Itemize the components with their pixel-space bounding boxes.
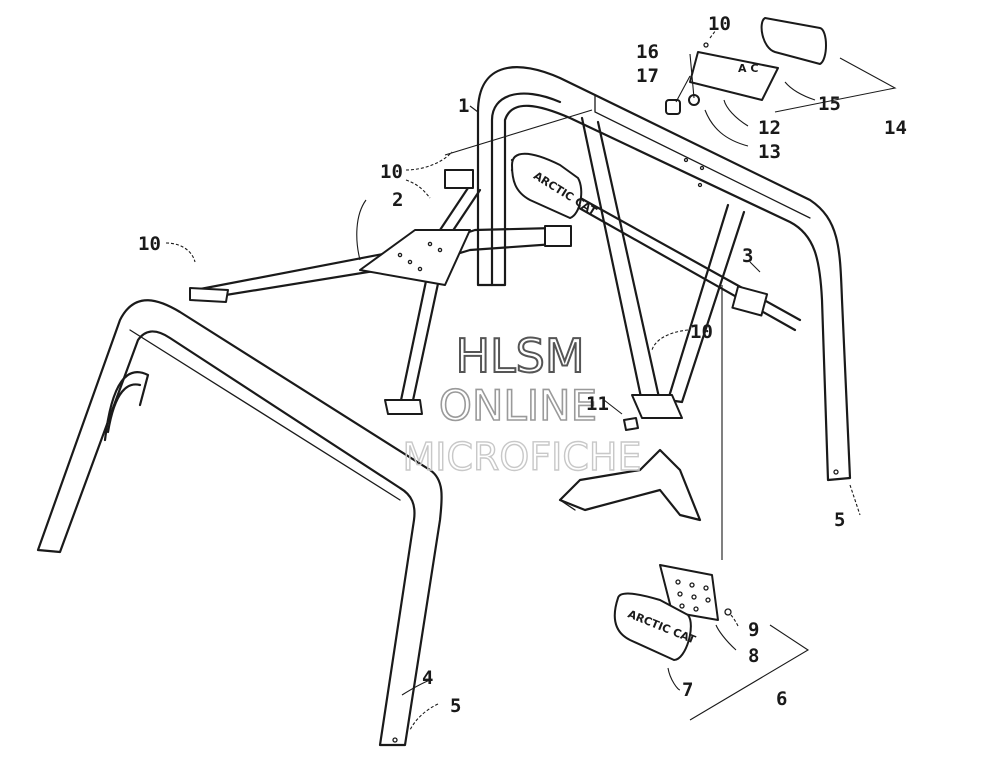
callouts: 1 2 3 4 5 5 6 7 8 9 10 10 10 10 11 12 13… (138, 13, 907, 717)
callout-4: 4 (422, 667, 433, 689)
callout-3: 3 (742, 245, 753, 267)
callout-11: 11 (586, 393, 609, 415)
callout-16: 16 (636, 41, 659, 63)
callout-12: 12 (758, 117, 781, 139)
watermark: HLSM ONLINE MICROFICHE (402, 328, 642, 480)
callout-6: 6 (776, 688, 787, 710)
leader-lines (165, 29, 897, 731)
callout-8: 8 (748, 645, 759, 667)
watermark-line-3: MICROFICHE (402, 435, 641, 479)
callout-7: 7 (682, 679, 693, 701)
lower-seat-plate: ARCTIC CAT (613, 564, 732, 661)
callout-5-rear: 5 (834, 509, 845, 531)
front-roll-bar (36, 299, 443, 747)
watermark-line-2: ONLINE (439, 381, 597, 430)
callout-17: 17 (636, 65, 659, 87)
callout-14: 14 (884, 117, 907, 139)
floor-bracket (558, 417, 702, 522)
rear-roll-bar (476, 66, 852, 482)
callout-9: 9 (748, 619, 759, 641)
callout-1: 1 (458, 95, 469, 117)
callout-10-brace: 10 (380, 161, 403, 183)
y-brace (189, 169, 572, 415)
callout-10-left: 10 (138, 233, 161, 255)
callout-10-center: 10 (690, 321, 713, 343)
callout-2: 2 (392, 189, 403, 211)
watermark-line-1: HLSM (455, 329, 584, 383)
callout-13: 13 (758, 141, 781, 163)
callout-10-top: 10 (708, 13, 731, 35)
taillight-assembly: A C (665, 17, 827, 115)
light-brand-text: A C (738, 62, 758, 75)
seat-back-crossbar: ARCTIC CAT (510, 152, 802, 332)
callout-15: 15 (818, 93, 841, 115)
callout-5-front: 5 (450, 695, 461, 717)
